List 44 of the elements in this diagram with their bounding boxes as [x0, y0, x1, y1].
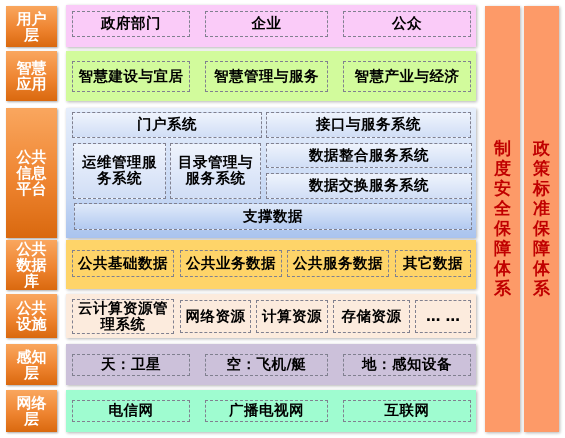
module-box: 运维管理服务系统: [73, 143, 166, 199]
module-box: 数据交换服务系统: [266, 173, 472, 199]
module-box: 公共业务数据: [180, 250, 282, 277]
module-box: 地：感知设备: [343, 354, 471, 376]
module-box: 云计算资源管理系统: [72, 299, 174, 334]
layer-label: 感知层: [6, 344, 57, 385]
module-box: 门户系统: [72, 112, 262, 138]
module-box: 数据整合服务系统: [266, 143, 472, 168]
module-box: 公众: [343, 11, 471, 37]
module-box: 目录管理与服务系统: [170, 143, 261, 199]
module-box: 电信网: [72, 400, 190, 422]
layer-label: 网络层: [6, 390, 57, 432]
layer-label: 公共信息平台: [6, 108, 57, 238]
layer-band: [66, 294, 476, 338]
module-box: 智慧产业与经济: [343, 61, 471, 92]
layer-band: [66, 108, 476, 238]
module-box: 存储资源: [333, 300, 410, 333]
layer-band: [66, 51, 476, 101]
module-box: 支撑数据: [74, 203, 472, 230]
vertical-band: 制度安全保障体系: [485, 6, 520, 432]
module-box: 公共服务数据: [287, 250, 389, 277]
module-box: 接口与服务系统: [266, 112, 471, 138]
module-box: 空：飞机/艇: [205, 354, 328, 376]
module-box: 广播电视网: [205, 400, 328, 422]
module-box: 其它数据: [395, 250, 471, 277]
layer-label: 用户层: [6, 6, 57, 47]
layer-band: [66, 5, 476, 47]
module-box: … …: [415, 300, 471, 333]
vertical-band: 政策标准保障体系: [524, 6, 559, 432]
module-box: 互联网: [343, 400, 471, 422]
layer-band: [66, 390, 476, 432]
module-box: 天：卫星: [72, 354, 190, 376]
module-box: 政府部门: [72, 11, 190, 37]
module-box: 企业: [205, 11, 328, 37]
module-box: 智慧建设与宜居: [72, 61, 190, 92]
module-box: 公共基础数据: [72, 250, 174, 277]
layer-label: 公共数据库: [6, 240, 57, 290]
module-box: 智慧管理与服务: [205, 61, 328, 92]
module-box: 计算资源: [256, 300, 328, 333]
layer-label: 智慧应用: [6, 51, 57, 101]
layer-label: 公共设施: [6, 294, 57, 338]
layer-band: [66, 344, 476, 385]
layer-band: [66, 240, 476, 289]
module-box: 网络资源: [180, 300, 251, 333]
